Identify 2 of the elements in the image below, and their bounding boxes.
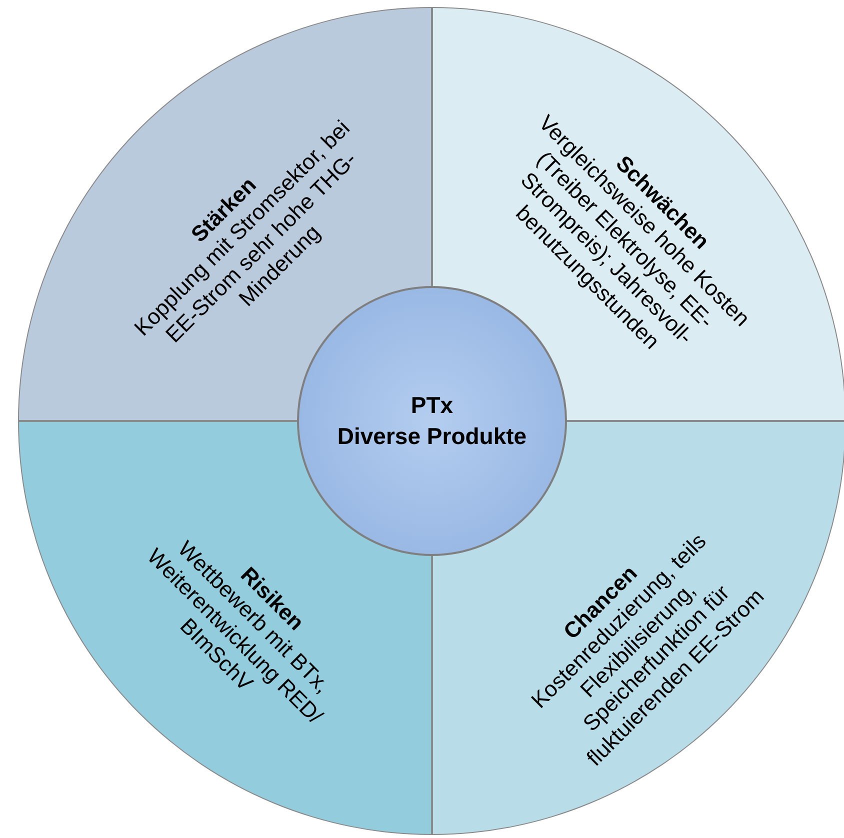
center-title: Diverse Produkte [337,422,527,451]
center-title: PTx [410,390,454,420]
